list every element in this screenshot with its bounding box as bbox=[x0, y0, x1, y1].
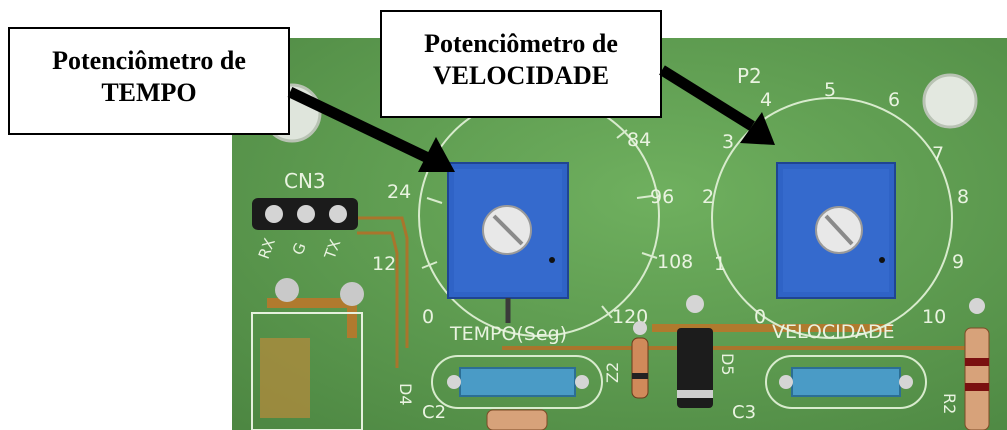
callout-tempo: Potenciômetro de TEMPO bbox=[8, 27, 290, 135]
ic-footprint bbox=[251, 312, 363, 430]
zener-diode bbox=[631, 337, 649, 399]
vel-scale-7: 7 bbox=[932, 143, 944, 165]
diode-d5 bbox=[677, 328, 713, 408]
callout-velocidade: Potenciômetro de VELOCIDADE bbox=[380, 10, 662, 118]
callout-tempo-line1: Potenciômetro de bbox=[52, 46, 246, 75]
p2-label: P2 bbox=[737, 64, 762, 88]
header-pin bbox=[265, 205, 283, 223]
callout-velocidade-line2: VELOCIDADE bbox=[432, 61, 610, 90]
label-c2: C2 bbox=[422, 402, 446, 423]
callout-tempo-line2: TEMPO bbox=[101, 78, 197, 107]
label-d4: D4 bbox=[396, 383, 415, 406]
arrow-to-velocidade bbox=[659, 65, 775, 145]
label-z2: Z2 bbox=[603, 362, 622, 383]
tempo-scale-24: 24 bbox=[387, 181, 411, 203]
resistor bbox=[486, 409, 548, 430]
pin-label-tx: TX bbox=[321, 237, 345, 262]
header-pin bbox=[297, 205, 315, 223]
capacitor-c2 bbox=[459, 367, 576, 397]
label-c3: C3 bbox=[732, 402, 756, 423]
velocidade-caption: VELOCIDADE bbox=[772, 321, 895, 343]
vel-scale-3: 3 bbox=[722, 131, 734, 153]
connector-label: CN3 bbox=[284, 169, 326, 193]
header-pin bbox=[329, 205, 347, 223]
mounting-hole bbox=[922, 73, 978, 129]
arrow-to-tempo bbox=[287, 87, 455, 172]
tempo-scale-108: 108 bbox=[657, 251, 693, 273]
label-r2: R2 bbox=[940, 393, 959, 414]
vel-scale-0: 0 bbox=[754, 306, 766, 328]
vel-scale-8: 8 bbox=[957, 186, 969, 208]
callout-velocidade-line1: Potenciômetro de bbox=[424, 29, 618, 58]
vel-scale-4: 4 bbox=[760, 89, 772, 111]
vel-scale-5: 5 bbox=[824, 79, 836, 101]
tempo-scale-0: 0 bbox=[422, 306, 434, 328]
vel-scale-2: 2 bbox=[702, 186, 714, 208]
tempo-scale-84: 84 bbox=[627, 129, 651, 151]
vel-scale-6: 6 bbox=[888, 89, 900, 111]
vel-dial-ring bbox=[711, 97, 953, 339]
tempo-scale-12: 12 bbox=[372, 253, 396, 275]
resistor-r2 bbox=[964, 327, 990, 430]
pin-label-g: G bbox=[289, 240, 310, 257]
tempo-caption: TEMPO(Seg) bbox=[449, 323, 567, 345]
pin-label-rx: RX bbox=[255, 236, 279, 262]
tempo-scale-96: 96 bbox=[650, 186, 674, 208]
vel-scale-10: 10 bbox=[922, 306, 946, 328]
vel-scale-9: 9 bbox=[952, 251, 964, 273]
label-d5: D5 bbox=[718, 353, 737, 376]
vel-scale-1: 1 bbox=[714, 253, 726, 275]
